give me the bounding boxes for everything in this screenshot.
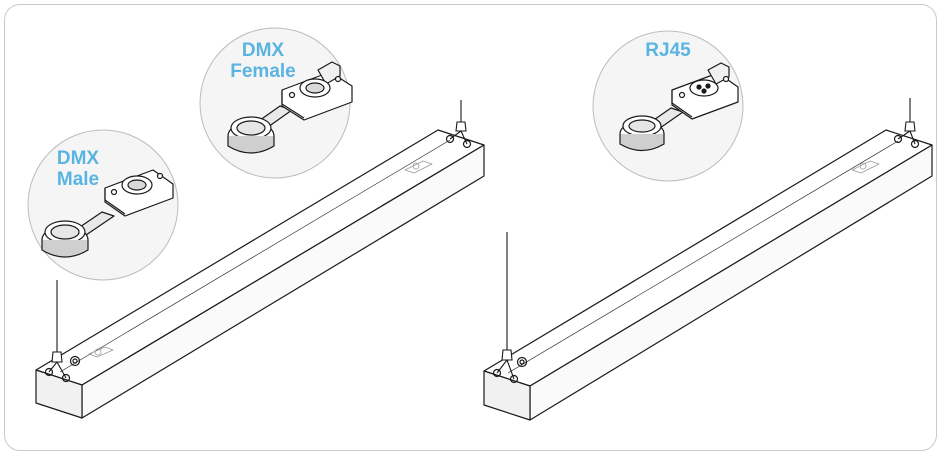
rj45-label: RJ45 [645, 40, 691, 61]
dmx-female-connector-icon [227, 61, 353, 154]
suspension-cable-icon [48, 100, 468, 379]
dmx-male-label-line2: Male [56, 169, 100, 190]
dmx-female-label-line2: Female [230, 61, 296, 82]
rj45-callout [592, 30, 744, 182]
dmx-female-label: DMX Female [218, 40, 308, 82]
rj45-connector-icon [619, 62, 739, 152]
dmx-male-callout [27, 129, 179, 281]
dmx-male-label-line1: DMX [56, 148, 100, 169]
suspension-cable-icon [496, 98, 916, 380]
dmx-male-connector-icon [41, 169, 174, 258]
luminaire-right [483, 129, 933, 421]
dmx-female-callout [199, 27, 353, 179]
luminaire-left [35, 129, 485, 419]
dmx-male-label: DMX Male [43, 148, 113, 190]
dmx-female-label-line1: DMX [241, 40, 285, 61]
